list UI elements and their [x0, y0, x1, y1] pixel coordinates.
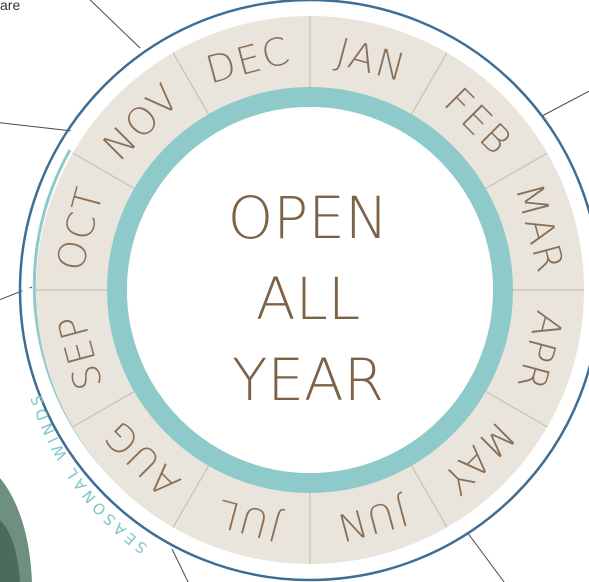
- outer-arc-blue: [18, 0, 589, 582]
- month-divider: [172, 52, 210, 116]
- month-divider: [172, 464, 210, 528]
- month-divider: [410, 464, 448, 528]
- center-text-open: OPEN: [228, 184, 389, 252]
- connector-line: [89, 0, 141, 49]
- month-divider: [484, 390, 548, 428]
- center-text-year: YEAR: [232, 346, 384, 414]
- connector-line: [0, 122, 73, 132]
- month-divider: [410, 52, 448, 116]
- connector-line: [541, 90, 589, 117]
- month-divider: [72, 390, 136, 428]
- connector-line: [466, 531, 505, 582]
- outer-arc-gap: [22, 2, 589, 578]
- center-text-all: ALL: [256, 265, 360, 333]
- teal-ring: [107, 87, 513, 493]
- month-divider: [72, 152, 136, 190]
- month-dividers: [36, 16, 584, 564]
- center-disc: [127, 107, 493, 473]
- photo-edge-shadow: [0, 520, 20, 582]
- month-divider: [484, 152, 548, 190]
- cropped-text-fragment: are: [0, 0, 21, 13]
- connector-line: [171, 548, 189, 582]
